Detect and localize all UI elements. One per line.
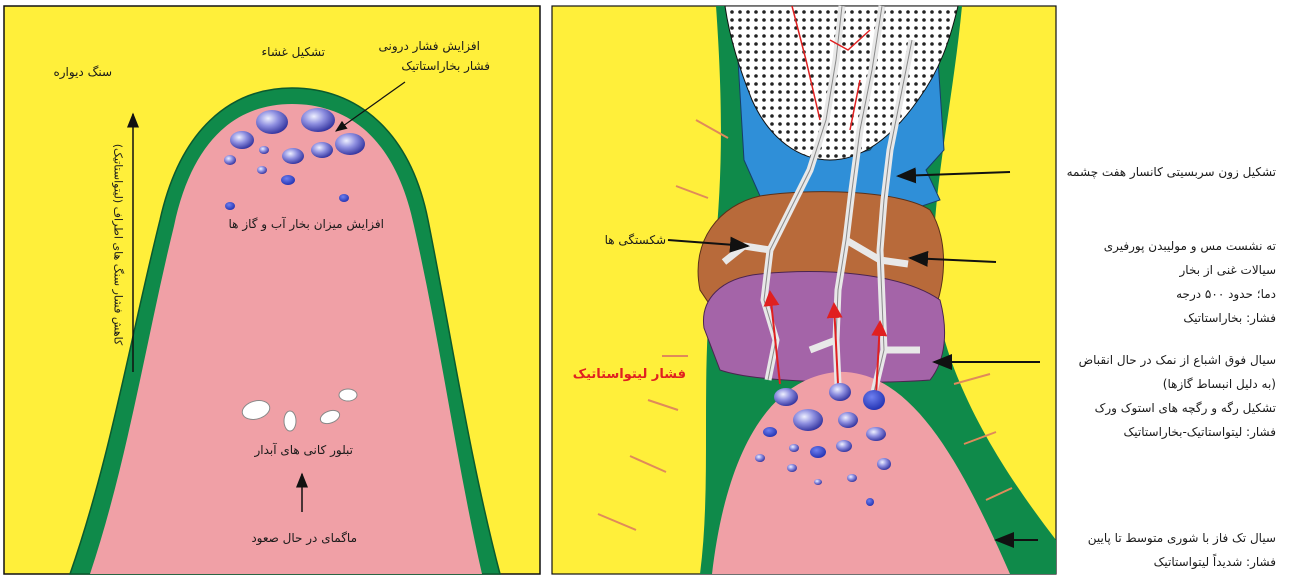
label-deposit-line2: سیالات غنی از بخار (1180, 262, 1276, 279)
label-vapor-pressure-left: فشار بخاراستاتیک (401, 58, 490, 75)
label-pressure-decrease-vertical: کاهش فشار سنگ های اطراف (لیتواستاتیک) (112, 115, 125, 375)
label-deposit-line1: ته نشست مس و مولیبدن پورفیری (1104, 238, 1276, 255)
label-single-phase-line1: سیال تک فاز با شوری متوسط تا پایین (1088, 530, 1276, 547)
right-panel (552, 6, 1056, 574)
left-panel (4, 6, 540, 574)
label-vapor-increase: افزایش میزان بخار آب و گاز ها (229, 216, 384, 233)
label-deposit-line4: فشار: بخاراستاتیک (1183, 310, 1276, 327)
right-phyllic-zone (703, 272, 944, 383)
label-wall-rock: سنگ دیواره (53, 64, 112, 81)
label-hydrous-minerals: تبلور کانی های آبدار (254, 442, 353, 459)
label-rising-magma: ماگمای در حال صعود (251, 530, 357, 547)
label-deposit-line3: دما؛ حدود ۵۰۰ درجه (1176, 286, 1276, 303)
label-fluid-line3: تشکیل رگه و رگچه های استوک ورک (1095, 400, 1276, 417)
label-lithostatic-pressure: فشار لیتواستاتیک (573, 366, 686, 383)
label-fractures: شکستگی ها (605, 232, 666, 249)
label-fluid-line2: (به دلیل انبساط گازها) (1163, 376, 1276, 393)
label-lead-silver-zone: تشکیل زون سربسیتی کانسار هفت چشمه (1067, 164, 1276, 181)
label-fluid-line1: سیال فوق اشباع از نمک در حال انقباض (1079, 352, 1276, 369)
label-internal-pressure: افزایش فشار درونی (379, 38, 480, 55)
label-fluid-line4: فشار: لیتواستاتیک-بخاراستاتیک (1124, 424, 1276, 441)
label-membrane-formation: تشکیل غشاء (262, 44, 325, 61)
label-single-phase-line2: فشار: شدیداً لیتواستاتیک (1154, 554, 1276, 571)
